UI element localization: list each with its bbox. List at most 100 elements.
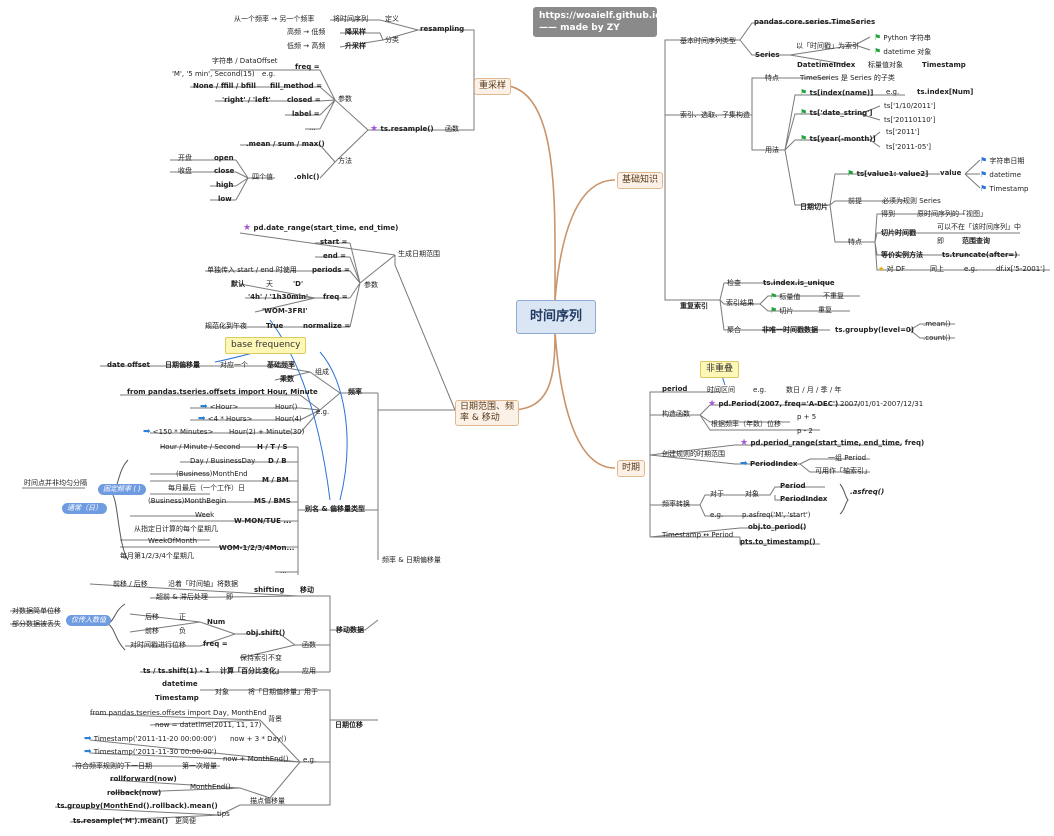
date-shift-node: 日期位移 [335, 721, 363, 729]
to-timestamp: pts.to_timestamp() [740, 538, 816, 546]
hour-repr: ➡ <Hour> [200, 402, 239, 412]
ie-basic: 即 [937, 237, 944, 245]
arrow-icon: ➡ [740, 459, 748, 469]
ts-slice: ⚑ ts[value1: value2] [847, 169, 929, 178]
obj-label: 对象 [215, 688, 229, 696]
feature-label: 特点 [765, 74, 779, 82]
flag-icon: ⚑ [980, 184, 988, 193]
ts-period-conv: Timestamp ↔ Period [662, 531, 734, 539]
star-icon: ★ [878, 265, 885, 273]
upsample: 升采样 [345, 42, 366, 50]
downsample-desc: 高频 → 低频 [287, 28, 326, 36]
ohlc-method: .ohlc() [294, 173, 320, 181]
check-label: 检查 [727, 279, 741, 287]
eg-basic: e.g. [886, 88, 900, 96]
flag-icon: ⚑ [770, 306, 778, 315]
now-assign: now = datetime(2011, 11, 17) [155, 721, 262, 729]
lead-lag: 超前 & 滞后处理 [156, 593, 208, 601]
branch-basic[interactable]: 基础知识 [617, 172, 664, 189]
resample-m: ts.resample('M').mean() [73, 817, 169, 825]
db-code: D / B [268, 457, 287, 465]
flag-icon: ⚑ [847, 169, 855, 178]
year-ex1: ts['2011'] [886, 128, 920, 136]
p-minus-2: p - 2 [797, 427, 813, 435]
msbms-code: MS / BMS [254, 497, 291, 505]
shift-func-label: 函数 [302, 641, 316, 649]
ts-year-month: ⚑ ts[year(-month)] [800, 134, 876, 143]
center-topic[interactable]: 时间序列 [516, 300, 596, 334]
index-select: 索引、选取、子集构造 [680, 111, 750, 119]
p-plus-5: p + 5 [797, 413, 817, 421]
resampling-node: resampling [420, 25, 465, 33]
day-bd: Day / BusinessDay [190, 457, 256, 465]
definition-text: 从一个频率 → 另一个频率 [234, 15, 315, 23]
bme: (Business)MonthEnd [176, 470, 248, 478]
star-icon: ★ [243, 223, 252, 233]
mean-method: .mean() [923, 320, 951, 328]
freq-node: 频率 [348, 388, 362, 396]
branch-period[interactable]: 时期 [617, 460, 646, 477]
python-string: ⚑ Python 字符串 [874, 33, 931, 42]
series-label: Series [755, 51, 780, 59]
start-param: start = [320, 238, 348, 246]
shifting: shifting [254, 586, 285, 594]
datetime-basic: ⚑ datetime [980, 170, 1022, 179]
normalize-param: normalize = [303, 322, 351, 330]
downsample: 降采样 [345, 28, 366, 36]
normalize-note: 规范化到午夜 [205, 322, 247, 330]
multiplier: 乘数 [280, 375, 294, 383]
hour2-call: Hour(2) + Minute(30) [229, 428, 305, 436]
branch-range[interactable]: 日期范围、频率 & 移动 [455, 400, 519, 426]
asfreq: .asfreq() [850, 488, 885, 496]
four-values: 四个值 [252, 173, 273, 181]
slice-result: ⚑ 切片 [770, 306, 794, 315]
last-day: 每月最后（一个工作）日 [168, 484, 245, 492]
offset-use: 将「日期偏移量」用于 [248, 688, 318, 696]
datetime: datetime [162, 680, 198, 688]
eg-asfreq: e.g. [710, 511, 724, 519]
closed-param: closed = [287, 96, 321, 104]
monthend-dot: MonthEnd(). [190, 783, 233, 791]
import-day: from pandas.tseries.offsets import Day, … [90, 709, 267, 717]
freq-d: 'D' [293, 280, 304, 288]
period-units: 数日 / 月 / 季 / 年 [786, 386, 842, 394]
credit-url[interactable]: https://woaielf.github.io/ [539, 11, 665, 21]
slice-ts: 切片时间戳 [881, 229, 916, 237]
apply-label: 应用 [302, 667, 316, 675]
time-point-note: 时间点并非均匀分隔 [24, 479, 87, 487]
high: high [216, 181, 234, 189]
not-dup: 不重复 [823, 292, 844, 300]
get-label: 得到 [881, 210, 895, 218]
scalar-result: ⚑ 标量值 [770, 292, 801, 301]
branch-resample[interactable]: 重采样 [474, 78, 512, 95]
freq-h: '4h' / '1h30min' [248, 293, 309, 301]
day-label: 天 [266, 280, 273, 288]
ts2: ➡ Timestamp('2011-11-30 00:00:00') [84, 747, 217, 757]
date-ex2: ts['20110110'] [884, 116, 936, 124]
view-note: 原时间序列的「视图」 [917, 210, 987, 218]
import-hour: from pandas.tseries.offsets import Hour,… [127, 388, 318, 396]
compose-label: 组成 [315, 368, 329, 376]
star-icon: ★ [740, 438, 749, 448]
freq-offset-node: 频率 & 日期偏移量 [382, 556, 441, 564]
by-freq: 根据频率（年数）位移 [711, 420, 781, 428]
feat-label: 特点 [848, 238, 862, 246]
close: close [214, 167, 235, 175]
arrow-icon: ➡ [84, 734, 92, 744]
now-plus-3day: now + 3 * Day() [230, 735, 287, 743]
wom-name: WeekOfMonth [148, 537, 198, 545]
hour-call: Hour() [275, 403, 298, 411]
pct-change: 计算「百分比变化」 [220, 667, 283, 675]
credit-box: https://woaielf.github.io/ —— made by ZY [533, 7, 665, 37]
index-unchanged: 保持索引不变 [240, 654, 282, 662]
hts-code: H / T / S [257, 443, 288, 451]
first-inc: 第一次增量 [182, 762, 217, 770]
period-obj: Period [780, 482, 806, 490]
non-unique: 非唯一时间戳数据 [762, 326, 818, 334]
fill-values: None / ffill / bfill [193, 82, 256, 90]
shift-desc-b: 沿着「时间轴」将数据 [168, 580, 238, 588]
arrow-icon: ➡ [200, 402, 208, 412]
note-non-overlap: 非重叠 [700, 361, 740, 378]
ctor-label: 构造函数 [662, 410, 690, 418]
